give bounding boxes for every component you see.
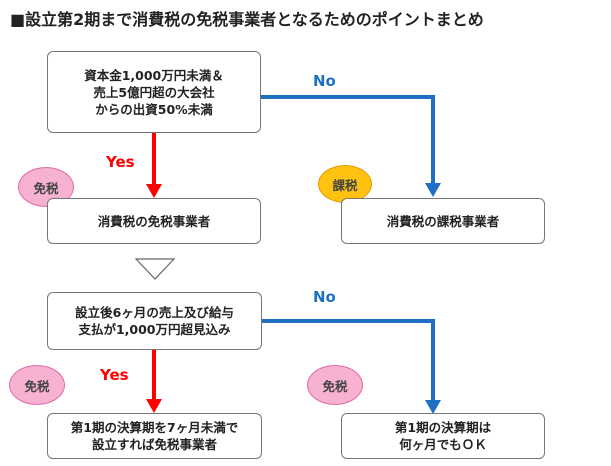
- result-box-exempt-2: 第1期の決算期を7ヶ月未満で 設立すれば免税事業者: [47, 413, 262, 459]
- result-text: 第1期の決算期を7ヶ月未満で: [70, 420, 239, 435]
- question-line: 売上5億円超の大会社: [93, 84, 215, 100]
- result-text: 設立すれば免税事業者: [91, 437, 217, 452]
- question-box-capital: 資本金1,000万円未満＆ 売上5億円超の大会社 からの出資50%未満: [47, 51, 261, 133]
- no-label-2: No: [313, 288, 336, 306]
- yes-arrow-2: [146, 350, 162, 413]
- yes-label-2: Yes: [100, 366, 129, 384]
- next-step-triangle: [134, 258, 176, 280]
- result-text: 消費税の免税事業者: [97, 213, 211, 229]
- page-title: ■設立第2期まで消費税の免税事業者となるためのポイントまとめ: [10, 10, 484, 29]
- exempt-badge-3: 免税: [307, 365, 363, 405]
- question-line: からの出資50%未満: [95, 101, 213, 117]
- result-box-exempt-1: 消費税の免税事業者: [47, 198, 261, 244]
- yes-label-1: Yes: [106, 153, 135, 171]
- no-label-1: No: [313, 72, 336, 90]
- result-text: 第1期の決算期は: [394, 420, 492, 435]
- no-arrow-1: [261, 95, 441, 197]
- exempt-badge-2: 免税: [9, 365, 65, 405]
- result-text: 何ヶ月でもＯＫ: [399, 437, 487, 452]
- result-box-exempt-3: 第1期の決算期は 何ヶ月でもＯＫ: [341, 413, 545, 459]
- result-text: 消費税の課税事業者: [386, 213, 500, 229]
- question-line: 資本金1,000万円未満＆: [84, 67, 224, 83]
- question-line: 設立後6ヶ月の売上及び給与: [75, 305, 234, 320]
- no-arrow-2: [262, 319, 441, 414]
- question-box-sales: 設立後6ヶ月の売上及び給与 支払が1,000万円超見込み: [47, 292, 262, 350]
- result-box-taxed-1: 消費税の課税事業者: [341, 198, 545, 244]
- question-line: 支払が1,000万円超見込み: [78, 322, 231, 337]
- yes-arrow-1: [146, 133, 162, 198]
- exempt-badge-1: 免税: [18, 167, 74, 207]
